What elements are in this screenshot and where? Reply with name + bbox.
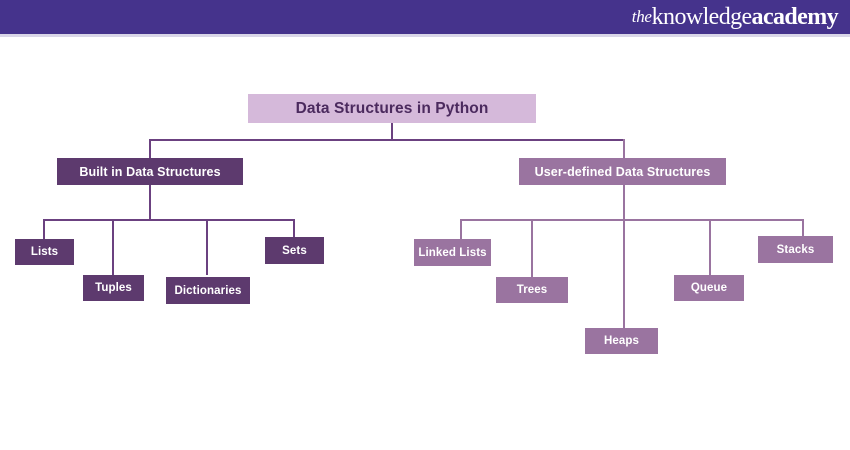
edge-root-stem — [391, 123, 393, 140]
data-structures-tree-diagram: Data Structures in Python Built in Data … — [0, 37, 850, 450]
edge-user-defined-bus — [460, 219, 803, 221]
node-sets[interactable]: Sets — [265, 237, 324, 264]
node-queue[interactable]: Queue — [674, 275, 744, 301]
edge-built-in-stem — [149, 185, 151, 220]
edge-level1-bus — [149, 139, 625, 141]
edge-drop-queue — [709, 219, 711, 275]
edge-drop-built-in — [149, 139, 151, 170]
node-user-defined-data-structures[interactable]: User-defined Data Structures — [519, 158, 726, 185]
brand-logo-prefix: the — [631, 7, 652, 26]
node-heaps[interactable]: Heaps — [585, 328, 658, 354]
brand-logo-academy: academy — [751, 3, 839, 30]
node-built-in-data-structures[interactable]: Built in Data Structures — [57, 158, 243, 185]
edge-drop-trees — [531, 219, 533, 277]
edge-drop-user-defined — [623, 139, 625, 170]
node-tuples[interactable]: Tuples — [83, 275, 144, 301]
edge-drop-lists — [43, 219, 45, 239]
edge-built-in-bus — [43, 219, 294, 221]
node-stacks[interactable]: Stacks — [758, 236, 833, 263]
node-root-data-structures-in-python[interactable]: Data Structures in Python — [248, 94, 536, 123]
edge-drop-stacks — [802, 219, 804, 236]
header-underline-divider — [0, 34, 850, 37]
edge-drop-sets — [293, 219, 295, 237]
edge-drop-dictionaries — [206, 219, 208, 275]
node-dictionaries[interactable]: Dictionaries — [166, 277, 250, 304]
edge-user-defined-stem — [623, 185, 625, 220]
edge-drop-heaps — [623, 219, 625, 328]
edge-drop-tuples — [112, 219, 114, 275]
edge-drop-linked-lists — [460, 219, 462, 239]
node-lists[interactable]: Lists — [15, 239, 74, 265]
brand-logo-knowledge: knowledge — [651, 3, 753, 30]
node-trees[interactable]: Trees — [496, 277, 568, 303]
node-linked-lists[interactable]: Linked Lists — [414, 239, 491, 266]
header-banner — [0, 0, 850, 34]
